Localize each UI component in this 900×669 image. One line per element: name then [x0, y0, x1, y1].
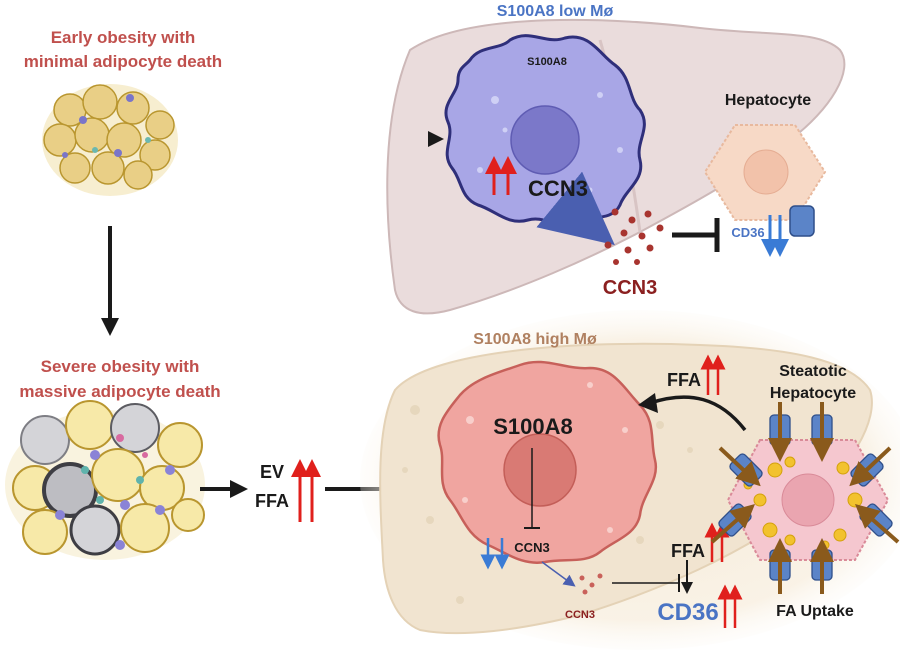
arrowhead-icon [101, 318, 119, 336]
s100a8-high-macrophage [437, 360, 658, 564]
early-obesity-label-line2: minimal adipocyte death [24, 52, 222, 71]
s100a8-small-label: S100A8 [527, 56, 567, 68]
cd36-lower-label: CD36 [657, 599, 718, 626]
ccn3-lower-secreted-label: CCN3 [565, 609, 595, 621]
arrowhead-icon [428, 131, 444, 147]
steatotic-hepatocyte-cell [710, 402, 900, 594]
ffa-top-label: FFA [667, 370, 701, 390]
early-obesity-label-line1: Early obesity with [51, 28, 196, 47]
fatty-acid-uptake-arrows [710, 402, 900, 594]
severe-adipose-tissue [5, 400, 205, 560]
secretion-arrow-small-icon [541, 561, 576, 587]
ev-label: EV [260, 462, 284, 482]
steatotic-label-line1: Steatotic [779, 363, 847, 380]
ccn3-secreted-dots-upper [604, 208, 664, 265]
severe-obesity-label-line2: massive adipocyte death [19, 382, 220, 401]
ccn3-upper-macro-label: CCN3 [528, 176, 588, 201]
hepatocyte-cell [703, 124, 827, 257]
ccn3-upper-secreted-label: CCN3 [603, 277, 657, 299]
arrowhead-icon [230, 480, 248, 498]
severe-obesity-label-line1: Severe obesity with [41, 357, 200, 376]
s100a8-high-label: S100A8 high Mø [473, 331, 597, 348]
s100a8-large-label: S100A8 [493, 414, 573, 439]
cd36-upper-label: CD36 [731, 225, 764, 240]
curved-arrow-ffa [649, 395, 747, 432]
hepatocyte-label: Hepatocyte [725, 92, 811, 109]
fa-uptake-label: FA Uptake [776, 603, 854, 620]
arrowhead-icon [638, 393, 658, 413]
secretion-arrow-icon [536, 171, 615, 246]
ffa-mid-label: FFA [671, 541, 705, 561]
steatotic-label-line2: Hepatocyte [770, 385, 856, 402]
ffa-left-label: FFA [255, 491, 289, 511]
ccn3-secreted-dots-lower [579, 573, 603, 595]
ccn3-lower-macro-label: CCN3 [514, 540, 549, 555]
early-adipose-tissue [42, 84, 178, 196]
s100a8-low-label: S100A8 low Mø [497, 3, 614, 20]
cd36-transporter-icon [789, 205, 815, 237]
